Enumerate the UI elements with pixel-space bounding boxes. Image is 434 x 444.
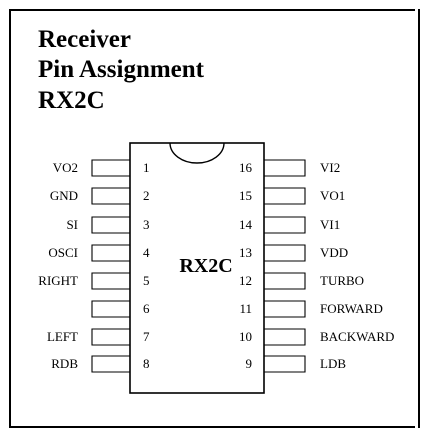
left-pin-8-lead — [91, 355, 130, 373]
left-pin-2-name: GND — [50, 188, 78, 203]
right-pin-9-name: LDB — [320, 356, 346, 371]
right-pin-11-name: FORWARD — [320, 301, 383, 316]
title-line-2: Pin Assignment — [38, 56, 205, 83]
right-pin-11-lead — [264, 300, 306, 318]
right-pin-13-lead — [264, 244, 306, 262]
left-pin-2-lead — [91, 187, 130, 205]
right-pin-11-number: 11 — [239, 301, 252, 316]
left-pin-5-number: 5 — [143, 273, 150, 288]
left-pin-3-name: SI — [66, 217, 78, 232]
left-pin-1-name: VO2 — [53, 160, 78, 175]
right-pin-15-number: 15 — [239, 188, 252, 203]
right-pin-14-name: VI1 — [320, 217, 340, 232]
right-pin-10-number: 10 — [239, 329, 252, 344]
chip-body — [129, 142, 265, 394]
right-pin-13-number: 13 — [239, 245, 252, 260]
right-pin-10-lead — [264, 328, 306, 346]
left-pin-4-name: OSCI — [48, 245, 78, 260]
left-pin-4-number: 4 — [143, 245, 150, 260]
left-pin-4-lead — [91, 244, 130, 262]
right-pin-16-lead — [264, 159, 306, 177]
left-pin-7-lead — [91, 328, 130, 346]
left-pin-8-number: 8 — [143, 356, 150, 371]
diagram-frame — [9, 9, 415, 428]
left-pin-group: 1 VO2 2 GND 3 SI 4 OSCI 5 RIGHT 6 7 LEFT 8 RDB — [38, 159, 150, 373]
page-edge-rule — [418, 9, 420, 428]
right-pin-14-number: 14 — [239, 217, 253, 232]
right-pin-13-name: VDD — [320, 245, 348, 260]
left-pin-1-number: 1 — [143, 160, 150, 175]
left-pin-3-lead — [91, 216, 130, 234]
title-line-1: Receiver — [38, 26, 131, 53]
left-pin-3-number: 3 — [143, 217, 150, 232]
left-pin-5-lead — [91, 272, 130, 290]
right-pin-16-name: VI2 — [320, 160, 340, 175]
left-pin-2-number: 2 — [143, 188, 150, 203]
left-pin-7-number: 7 — [143, 329, 150, 344]
title-line-3: RX2C — [38, 87, 105, 114]
right-pin-12-lead — [264, 272, 306, 290]
right-pin-9-number: 9 — [246, 356, 253, 371]
left-pin-1-lead — [91, 159, 130, 177]
right-pin-14-lead — [264, 216, 306, 234]
right-pin-15-lead — [264, 187, 306, 205]
right-pin-12-number: 12 — [239, 273, 252, 288]
left-pin-7-name: LEFT — [47, 329, 78, 344]
left-pin-6-number: 6 — [143, 301, 150, 316]
left-pin-8-name: RDB — [51, 356, 78, 371]
left-pin-6-lead — [91, 300, 130, 318]
right-pin-15-name: VO1 — [320, 188, 345, 203]
right-pin-12-name: TURBO — [320, 273, 364, 288]
left-pin-5-name: RIGHT — [38, 273, 78, 288]
right-pin-16-number: 16 — [239, 160, 253, 175]
right-pin-group: 16 VI2 15 VO1 14 VI1 13 VDD 12 TURBO 11 FORWARD 10 BA… — [239, 159, 394, 373]
right-pin-10-name: BACKWARD — [320, 329, 394, 344]
pin1-notch — [169, 142, 225, 164]
right-pin-9-lead — [264, 355, 306, 373]
chip-label: RX2C — [179, 255, 232, 277]
